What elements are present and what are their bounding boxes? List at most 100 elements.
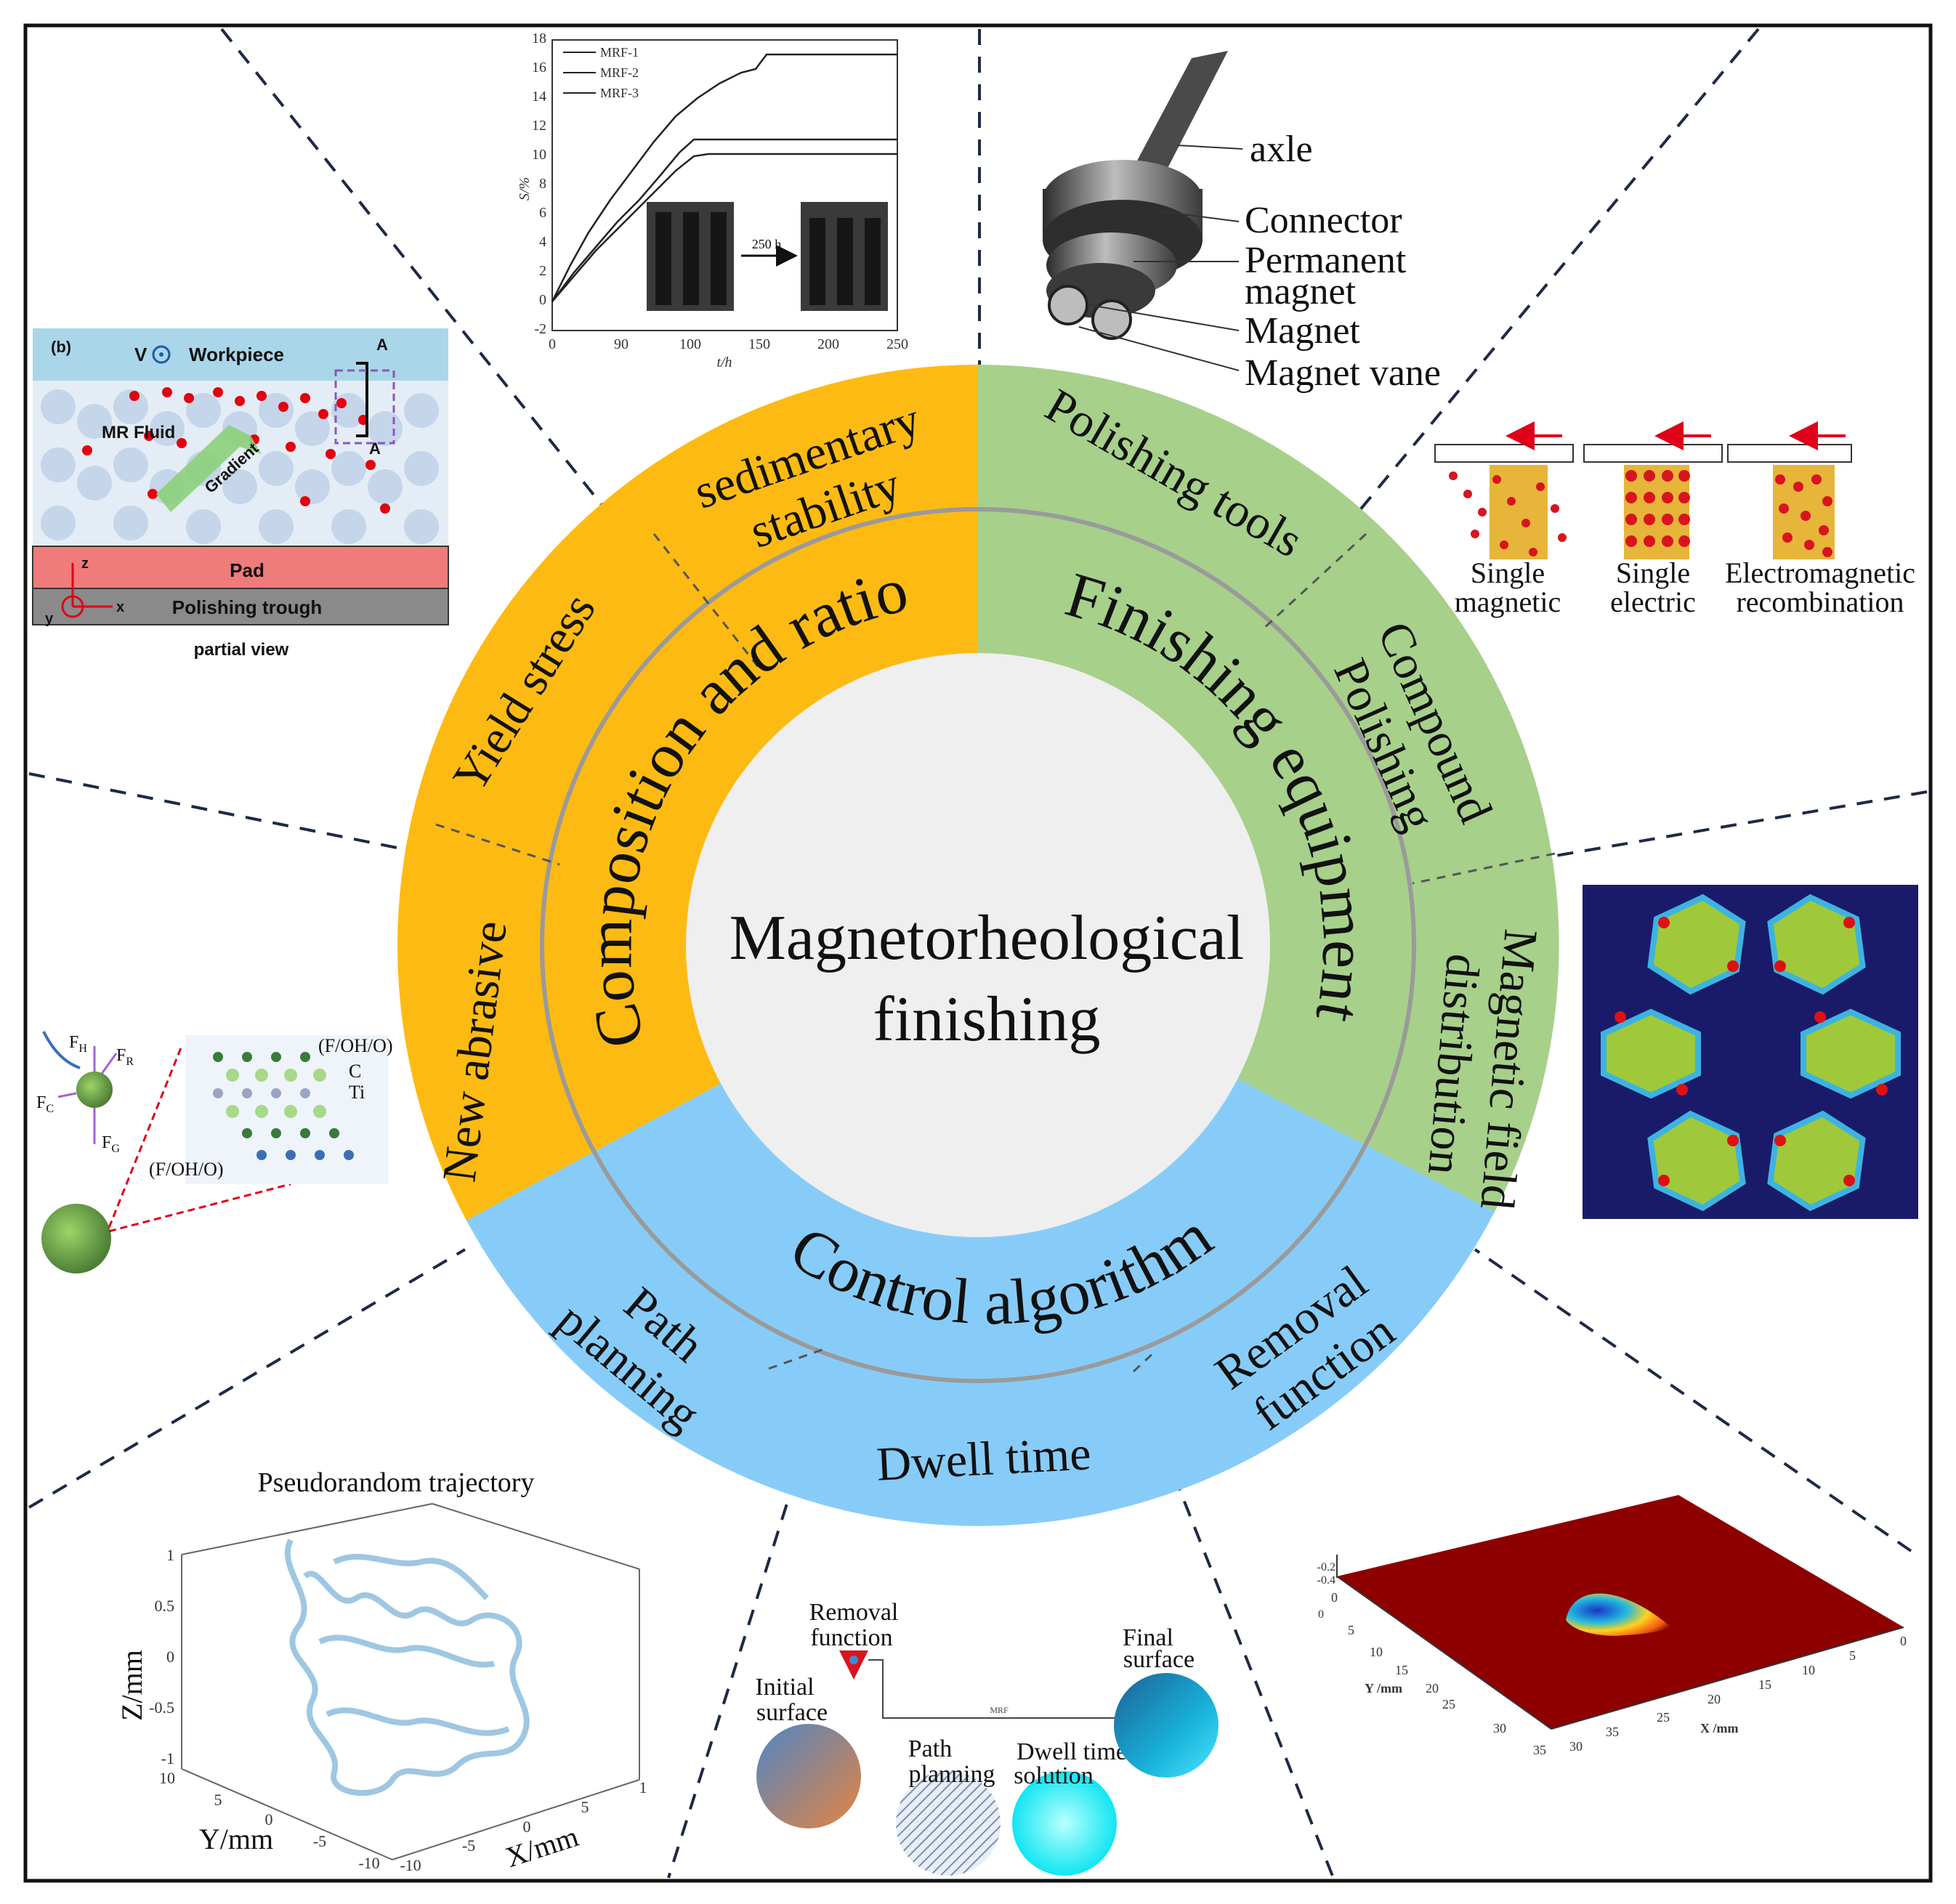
magnet-hexagons (1601, 894, 1901, 1212)
dwell-time-label: Dwell time (876, 1427, 1093, 1491)
lattice-atoms (213, 1052, 354, 1160)
lattice-label-c: C (349, 1061, 361, 1082)
partial-view-caption: partial view (194, 640, 289, 660)
vial-photo-after (801, 202, 888, 311)
vial-photo-before (647, 202, 734, 311)
trajectory-axes (181, 1503, 640, 1860)
sed-plot-area (551, 39, 898, 331)
x-axis-label: X/mm (501, 1820, 582, 1873)
series-mrf-1 (551, 153, 897, 302)
single-electric-label-2: electric (1610, 586, 1696, 618)
abrasive-particle-small (76, 1071, 113, 1108)
ytick: 12 (532, 118, 546, 134)
ytick: -2 (534, 321, 546, 337)
electromagnetic-diagram (1727, 421, 1852, 559)
initial-surface-label-1: Initial (755, 1674, 814, 1701)
tool-magnet-label-2: magnet (1245, 271, 1357, 312)
gradient-arrow (156, 425, 262, 512)
x-tick: -5 (462, 1836, 475, 1855)
y-tick: 0 (265, 1810, 273, 1828)
path-planning-label-2: planning (909, 1761, 995, 1788)
ytick: 6 (539, 205, 546, 221)
tool-leader-lines (1078, 145, 1243, 371)
trajectory-title: Pseudorandom trajectory (258, 1467, 535, 1498)
rx-tick: 5 (1849, 1648, 1856, 1663)
electromagnetic-label-2: recombination (1736, 586, 1904, 618)
dwell-flow-panel: Removal function MRF Initial surface Pat… (755, 1599, 1219, 1876)
trough-label: Polishing trough (172, 596, 323, 618)
z-axis-label: Z/mm (116, 1650, 148, 1721)
polishing-tool-panel: axle Connector Permanent magnet Magnet M… (1043, 51, 1441, 394)
mr-fluid-panel: Gradient (b) V Workpiece MR Fluid A A Pa… (32, 328, 449, 660)
axis-z-label: z (81, 556, 89, 572)
sed-legend: MRF-1 MRF-2 MRF-3 (563, 45, 639, 100)
v-label: V (134, 344, 147, 365)
path-planning-disc (896, 1771, 1001, 1876)
ry-tick: 0 (1331, 1590, 1338, 1605)
force-fr: FR (116, 1046, 134, 1068)
ytick: 16 (532, 60, 546, 76)
rx-tick: 25 (1657, 1710, 1670, 1725)
removal-peak (1566, 1593, 1671, 1636)
removal-x-label: X /mm (1700, 1721, 1739, 1735)
initial-surface-label-2: surface (756, 1699, 828, 1726)
center-title-line1: Magnetorheological (730, 903, 1245, 973)
ry-tick: 30 (1493, 1721, 1506, 1735)
single-magnetic-diagram (1434, 421, 1574, 559)
single-magnetic-label-1: Single (1471, 556, 1545, 589)
removal-surface-panel: -0.2 -0.4 0 0 5 10 15 25 30 35 20 Y /mm … (1317, 1495, 1907, 1757)
section-label-a-top: A (376, 336, 388, 354)
y-tick: 5 (214, 1791, 222, 1809)
sed-x-label: t/h (716, 355, 732, 370)
legend-mrf-2: MRF-2 (600, 65, 639, 80)
rx-tick: 10 (1802, 1663, 1815, 1677)
ytick: 4 (539, 234, 546, 250)
z-tick: 0 (166, 1648, 174, 1666)
z-tick: 0.5 (155, 1597, 175, 1615)
legend-mrf-3: MRF-3 (600, 86, 639, 100)
legend-mrf-1: MRF-1 (600, 45, 639, 60)
axis-y-label: y (45, 611, 54, 627)
sed-y-ticks: -2 0 2 4 6 8 10 12 14 16 18 (532, 31, 546, 337)
final-surface-label-2: surface (1123, 1646, 1195, 1673)
sed-y-label: S/% (517, 177, 533, 200)
single-electric-label-1: Single (1616, 556, 1690, 589)
section-line-a (356, 362, 368, 437)
final-surface-label-1: Final (1123, 1624, 1173, 1651)
axis-x-label: x (116, 599, 124, 615)
inner-ring-boundary (540, 507, 1416, 1383)
xtick: 250 (886, 336, 908, 352)
ytick: 8 (539, 176, 546, 192)
lattice-label-top: (F/OH/O) (318, 1035, 393, 1056)
ry-tick: 20 (1426, 1681, 1439, 1696)
rx-tick: 35 (1606, 1725, 1619, 1739)
z-tick: -0.4 (1317, 1574, 1335, 1587)
abrasive-dots (82, 387, 390, 514)
field-hex (1601, 1008, 1701, 1099)
workpiece-label: Workpiece (189, 344, 284, 365)
force-fc: FC (36, 1093, 54, 1115)
rx-tick: 15 (1758, 1677, 1771, 1692)
y-axis-label: Y/mm (199, 1823, 273, 1855)
ytick: 10 (532, 147, 546, 163)
lattice-label-bottom: (F/OH/O) (149, 1159, 224, 1180)
sed-x-ticks: 0 90 100 150 200 250 (549, 336, 908, 352)
dwell-solution-disc (1012, 1771, 1117, 1876)
x-tick: -10 (400, 1856, 421, 1874)
force-fh: FH (69, 1033, 87, 1055)
ytick: 2 (539, 263, 546, 279)
ry-tick: 10 (1370, 1645, 1383, 1659)
center-title-line2: finishing (873, 984, 1101, 1055)
y-tick: -5 (313, 1832, 326, 1850)
ry-tick: 5 (1348, 1623, 1354, 1637)
tool-axle-label: axle (1250, 129, 1313, 170)
final-surface-disc (1114, 1673, 1219, 1778)
center-disc (686, 653, 1270, 1237)
ry-tick: 15 (1395, 1663, 1408, 1677)
partial-view-marker (334, 369, 395, 445)
outer-ring-dividers (435, 532, 1556, 1373)
removal-function-top-1: Removal (809, 1599, 899, 1626)
new-abrasive-panel: FH FR FC FG (F/OH/O) C Ti (36, 1031, 393, 1273)
sed-series (551, 53, 897, 302)
pad-label: Pad (230, 559, 264, 581)
